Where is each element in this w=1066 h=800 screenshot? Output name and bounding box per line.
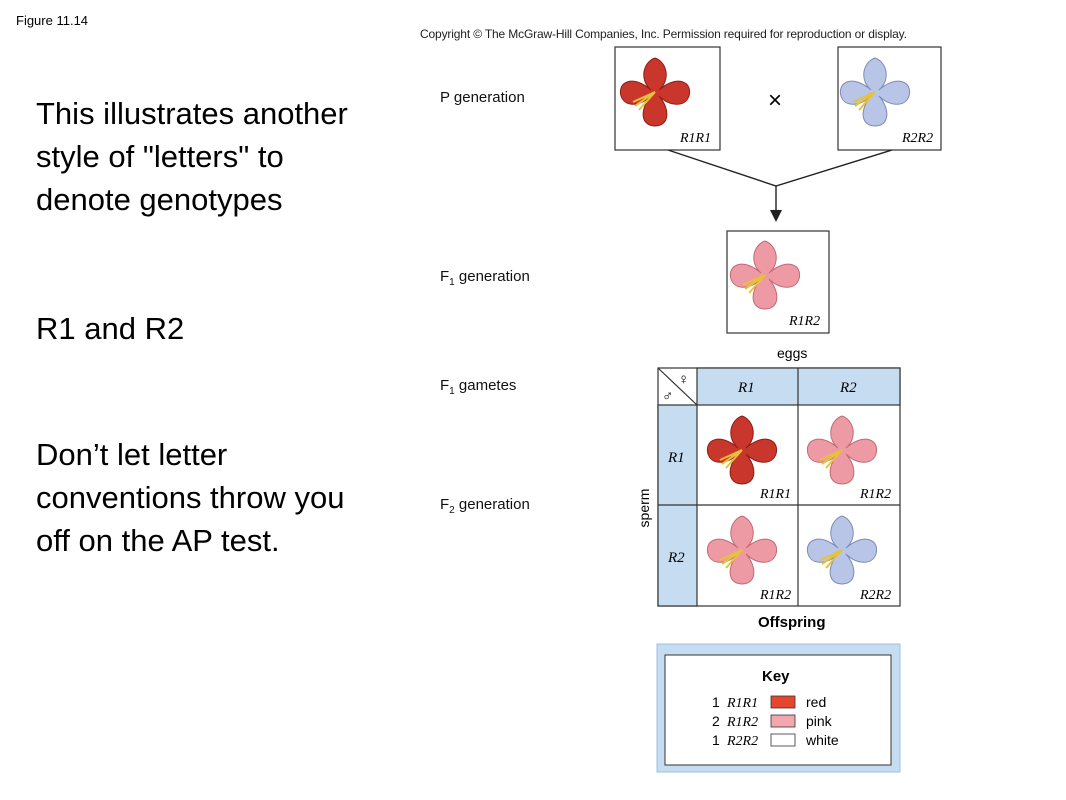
key-genotype-3: R2R2 <box>726 734 758 749</box>
arrow-head-icon <box>770 210 782 222</box>
key-swatch-white <box>770 733 796 747</box>
offspring-red-flower-icon <box>706 415 778 485</box>
white-flower-icon <box>839 57 911 127</box>
male-symbol-icon: ♂ <box>662 388 673 405</box>
offspring-genotype-4: R2R2 <box>859 588 891 603</box>
key-genotype-2: R1R2 <box>726 715 758 730</box>
key-phenotype-1: red <box>806 694 826 710</box>
key-panel <box>664 654 892 766</box>
egg-allele-r1: R1 <box>737 380 755 396</box>
offspring-pink-flower-icon <box>806 415 878 485</box>
sperm-label: sperm <box>636 489 652 528</box>
key-title: Key <box>762 668 790 685</box>
key-genotype-1: R1R1 <box>726 696 758 711</box>
f1-genotype: R1R2 <box>788 314 820 329</box>
female-symbol-icon: ♀ <box>678 371 689 388</box>
key-count-2: 2 <box>712 713 720 729</box>
cross-lines <box>667 149 893 187</box>
p-generation-label: P generation <box>440 89 525 106</box>
pink-flower-icon <box>729 240 801 310</box>
red-flower-icon <box>619 57 691 127</box>
sperm-allele-r1: R1 <box>667 450 685 466</box>
key-count-3: 1 <box>712 732 720 748</box>
key-swatch-red <box>770 695 796 709</box>
punnett-square <box>657 367 901 607</box>
figure-label: Figure 11.14 <box>16 13 89 28</box>
sperm-allele-r2: R2 <box>667 550 685 566</box>
warning-text: Don’t let letter conventions throw you o… <box>36 437 345 558</box>
offspring-white-flower-icon <box>806 515 878 585</box>
offspring-genotype-2: R1R2 <box>859 487 891 502</box>
f1-gametes-label: F1 gametes <box>440 377 517 397</box>
p-red-genotype: R1R1 <box>679 131 711 146</box>
key-phenotype-2: pink <box>806 713 833 729</box>
copyright-notice: Copyright © The McGraw-Hill Companies, I… <box>420 27 907 41</box>
cross-symbol: × <box>768 87 782 114</box>
eggs-label: eggs <box>777 345 807 361</box>
f2-generation-label: F2 generation <box>440 496 530 516</box>
key-count-1: 1 <box>712 694 720 710</box>
key-swatch-pink <box>770 714 796 728</box>
key-phenotype-3: white <box>805 732 839 748</box>
egg-allele-r2: R2 <box>839 380 857 396</box>
p-white-genotype: R2R2 <box>901 131 933 146</box>
offspring-genotype-1: R1R1 <box>759 487 791 502</box>
f1-generation-label: F1 generation <box>440 268 530 288</box>
offspring-label: Offspring <box>758 614 826 631</box>
offspring-genotype-3: R1R2 <box>759 588 791 603</box>
allele-text: R1 and R2 <box>36 311 185 346</box>
intro-text: This illustrates another style of "lette… <box>36 96 348 217</box>
offspring-pink-flower-icon <box>706 515 778 585</box>
